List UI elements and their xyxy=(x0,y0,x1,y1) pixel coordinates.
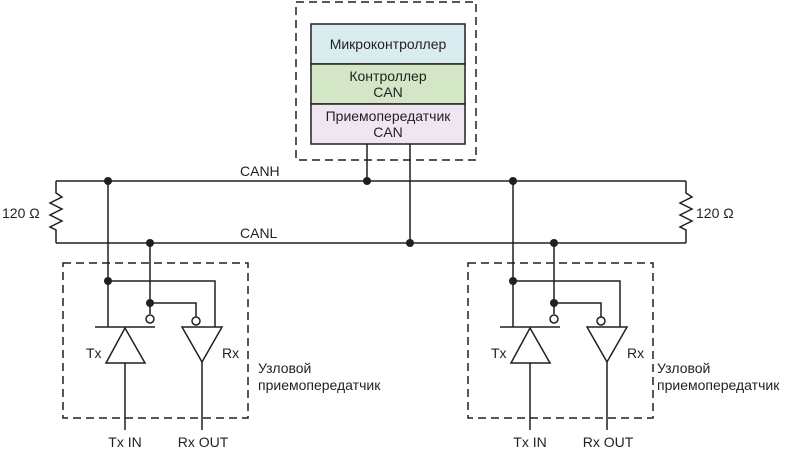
node-wires xyxy=(95,181,216,328)
tx-label: Tx xyxy=(86,345,102,361)
node-transceiver-right: Tx Rx Узловой приемопередатчик Tx IN Rx … xyxy=(467,181,780,450)
junction-dot xyxy=(509,277,517,285)
rx-receiver-triangle xyxy=(585,326,629,364)
junction-dot xyxy=(104,277,112,285)
can-controller-block xyxy=(310,63,466,105)
junction-dot xyxy=(146,299,154,307)
inversion-bubble xyxy=(145,314,155,324)
tx-driver-triangle xyxy=(509,326,552,364)
tx-driver-triangle xyxy=(104,326,147,364)
tx-label: Tx xyxy=(491,345,507,361)
canh-label: CANH xyxy=(240,163,280,179)
microcontroller-label: Микроконтроллер xyxy=(330,36,447,52)
rx-label: Rx xyxy=(222,345,239,361)
canl-label: CANL xyxy=(240,225,278,241)
inversion-bubble xyxy=(549,314,559,324)
junction-dot xyxy=(550,299,558,307)
node-label-1: Узловой xyxy=(657,360,710,376)
io-wires xyxy=(529,362,608,430)
node-wires xyxy=(500,181,621,328)
node-label-2: приемопередатчик xyxy=(657,377,780,393)
inversion-bubble xyxy=(191,316,201,326)
right-terminator-resistor xyxy=(678,181,694,243)
junction-dot xyxy=(406,239,414,247)
microcontroller-block xyxy=(310,23,466,65)
can-transceiver-label-1: Приемопередатчик xyxy=(326,108,452,124)
rx-out-label: Rx OUT xyxy=(583,434,634,450)
can-transceiver-block xyxy=(310,103,466,145)
inversion-bubble xyxy=(596,316,606,326)
tx-in-label: Tx IN xyxy=(108,434,141,450)
bus-junctions xyxy=(104,177,558,247)
node-boundary xyxy=(62,262,249,419)
node-label-2: приемопередатчик xyxy=(258,377,381,393)
can-controller-label-2: CAN xyxy=(373,84,403,100)
node-transceiver-left: Tx Rx Узловой приемопередатчик Tx IN Rx … xyxy=(62,181,381,450)
rx-receiver-triangle xyxy=(180,326,224,364)
io-wires xyxy=(124,362,203,430)
controller-bus-wires xyxy=(366,144,411,243)
rx-out-label: Rx OUT xyxy=(178,434,229,450)
can-controller-label-1: Контроллер xyxy=(349,68,426,84)
node-label-1: Узловой xyxy=(258,360,311,376)
left-terminator-label: 120 Ω xyxy=(2,205,40,221)
tx-in-label: Tx IN xyxy=(513,434,546,450)
rx-label: Rx xyxy=(627,345,644,361)
node-boundary xyxy=(467,262,654,419)
can-transceiver-label-2: CAN xyxy=(373,124,403,140)
right-terminator-label: 120 Ω xyxy=(696,205,734,221)
controller-node: Микроконтроллер Контроллер CAN Приемопер… xyxy=(295,1,477,243)
left-terminator-resistor xyxy=(48,181,64,243)
junction-dot xyxy=(363,177,371,185)
